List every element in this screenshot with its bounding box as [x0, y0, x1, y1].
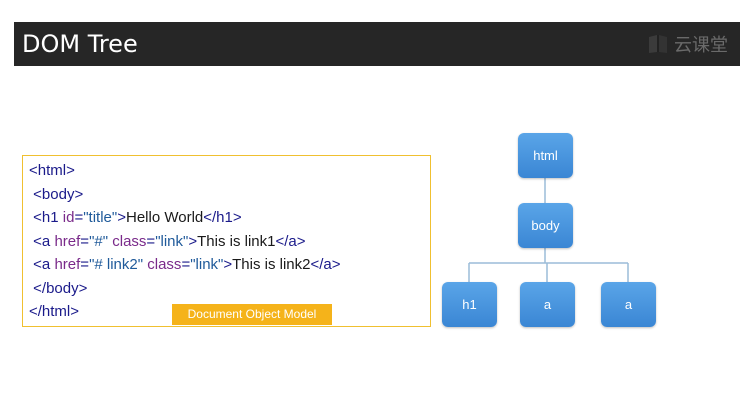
slide-title: DOM Tree — [22, 30, 138, 58]
brand-text: 云课堂 — [674, 35, 728, 56]
code-line: <html> — [29, 162, 75, 179]
code-box: <html> <body> <h1 id="title">Hello World… — [22, 155, 431, 327]
node-html: html — [518, 133, 573, 178]
code-line: <a href="#" class="link">This is link1</… — [29, 232, 306, 250]
code-line: </html> — [29, 303, 80, 320]
code-line: </body> — [29, 279, 88, 297]
code-line: <a href="# link2" class="link">This is l… — [29, 256, 341, 273]
book-icon — [649, 35, 667, 53]
node-body: body — [518, 203, 573, 248]
node-h1: h1 — [442, 282, 497, 327]
code-line: <body> — [29, 185, 84, 203]
code-line: <h1 id="title">Hello World</h1> — [29, 209, 242, 226]
slide-title-bar: DOM Tree 云课堂 — [14, 22, 740, 66]
brand-logo: 云课堂 — [647, 32, 728, 56]
node-a-1: a — [520, 282, 575, 327]
dom-label-tag: Document Object Model — [172, 304, 332, 325]
node-a-2: a — [601, 282, 656, 327]
